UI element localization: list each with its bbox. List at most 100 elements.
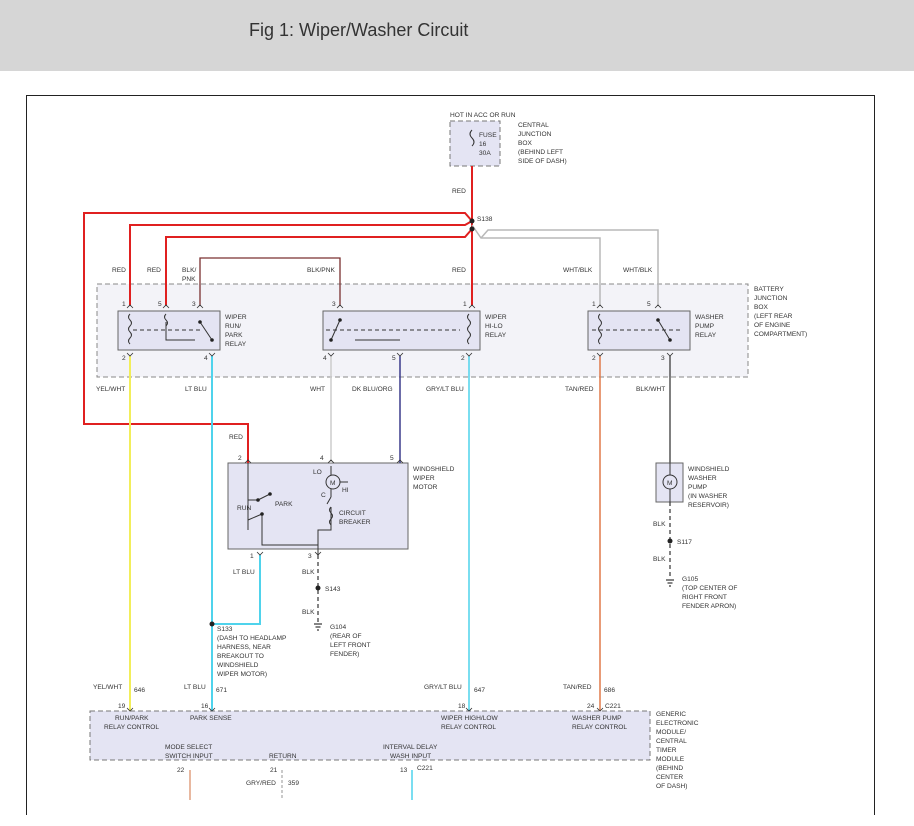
gem-input-label: RELAY CONTROL [104, 724, 159, 731]
pin-label: 2 [122, 355, 126, 362]
bjb-line: COMPARTMENT) [754, 331, 807, 338]
pin-label: 5 [390, 455, 394, 462]
wire-label: RED [112, 267, 126, 274]
gem-input-label: RELAY CONTROL [441, 724, 496, 731]
coil-icon [164, 313, 168, 327]
gem-input-label: PARK SENSE [190, 715, 232, 722]
gem-label: MODULE/ [656, 729, 686, 736]
wire-label: RED [229, 434, 243, 441]
motor-lo: LO [313, 469, 322, 476]
gem-bottom-label: MODE SELECT [165, 744, 212, 751]
splice-s133-dot [209, 621, 215, 627]
relay-wp-label: WASHER [695, 314, 724, 321]
gem-label: GENERIC [656, 711, 686, 718]
pin-label: 5 [647, 301, 651, 308]
bjb-line: BATTERY [754, 286, 784, 293]
coil-icon [467, 313, 471, 345]
cjb-line: CENTRAL [518, 122, 549, 129]
relay-rp-label: WIPER [225, 314, 247, 321]
s133-line: WIPER MOTOR) [217, 671, 267, 678]
cjb-line: BOX [518, 140, 533, 147]
relay-wp-label: PUMP [695, 323, 715, 330]
washer-m: M [667, 480, 673, 487]
splice-s133-label: S133 [217, 626, 233, 633]
gem-label: CENTER [656, 774, 683, 781]
gem-circuit: 647 [474, 687, 485, 694]
wire-label: LT BLU [185, 386, 207, 393]
pump-label: WASHER [688, 475, 717, 482]
connector-chevrons [126, 304, 674, 712]
gem-input-label: WASHER PUMP [572, 715, 622, 722]
pump-label: WINDSHIELD [688, 466, 730, 473]
wire-label: TAN/RED [565, 386, 594, 393]
gem-pin: 19 [118, 703, 126, 710]
gem-input-label: RUN/PARK [115, 715, 149, 722]
gem-input-label: RELAY CONTROL [572, 724, 627, 731]
wire-red-relay-pin5 [165, 221, 473, 305]
gem-bottom-label: INTERVAL DELAY [383, 744, 438, 751]
wire-wht-blk-1 [471, 224, 601, 305]
ground-g104-line: (REAR OF [330, 633, 362, 640]
fuse-name: FUSE [479, 132, 497, 139]
pump-label: RESERVOIR) [688, 502, 729, 509]
ground-g105-line: RIGHT FRONT [682, 594, 727, 601]
gem-input-label: WIPER HIGH/LOW [441, 715, 499, 722]
ground-g104-line: FENDER) [330, 651, 359, 658]
fuse-icon [469, 129, 475, 147]
pin-label: 1 [250, 553, 254, 560]
motor-label: WINDSHIELD [413, 466, 455, 473]
gem-bottom-label: WASH INPUT [390, 753, 431, 760]
gem-pin: 24 [587, 703, 595, 710]
pin-label: 3 [192, 301, 196, 308]
relay-hi-lo-box [322, 310, 481, 351]
fuse-junction-box [449, 120, 501, 167]
splice-s117-label: S117 [677, 539, 692, 546]
ground-g104-line: LEFT FRONT [330, 642, 371, 649]
wire-label: BLK [302, 609, 315, 616]
gem-pin: 16 [201, 703, 209, 710]
wire-label: BLK [302, 569, 315, 576]
motor-park: PARK [275, 501, 293, 508]
s133-line: (DASH TO HEADLAMP [217, 635, 287, 642]
gem-pin: 13 [400, 767, 408, 774]
bjb-line: BOX [754, 304, 769, 311]
splice-s117-dot [667, 538, 673, 544]
gem-bottom-label: SWITCH INPUT [165, 753, 213, 760]
coil-icon [128, 313, 132, 345]
pin-label: 3 [332, 301, 336, 308]
wire-red-relay-pin1 [129, 220, 473, 305]
cjb-line: (BEHIND LEFT [518, 149, 563, 156]
splice-s143-label: S143 [325, 586, 341, 593]
wire-wht-blk-2 [480, 229, 659, 305]
gem-wire: YEL/WHT [93, 684, 122, 691]
relay-wp-label: RELAY [695, 332, 717, 339]
gem-connector: C221 [605, 703, 621, 710]
wire-lt-blu-motor [212, 555, 261, 625]
wire-label: WHT [310, 386, 325, 393]
page-title: Fig 1: Wiper/Washer Circuit [249, 20, 469, 40]
wire-label: LT BLU [233, 569, 255, 576]
pump-label: (IN WASHER [688, 493, 728, 500]
pin-label: 1 [463, 301, 467, 308]
pin-label: 4 [204, 355, 208, 362]
s133-line: WINDSHIELD [217, 662, 259, 669]
relay-run-park-contact [165, 322, 195, 341]
gem-connector: C221 [417, 765, 433, 772]
wire-label: BLK/WHT [636, 386, 665, 393]
bjb-line: OF ENGINE [754, 322, 791, 329]
pin-label: 4 [320, 455, 324, 462]
gem-circuit: 671 [216, 687, 227, 694]
relay-rp-label: PARK [225, 332, 243, 339]
gem-label: OF DASH) [656, 783, 688, 790]
gem-label: CENTRAL [656, 738, 687, 745]
gem-pin: 22 [177, 767, 185, 774]
motor-hi: HI [342, 487, 349, 494]
wire-label: BLK/ [182, 267, 196, 274]
relay-hl-label: RELAY [485, 332, 507, 339]
bjb-line: (LEFT REAR [754, 313, 793, 320]
diagram-frame [26, 95, 875, 815]
switch-icon [199, 321, 213, 341]
gem-wire: LT BLU [184, 684, 206, 691]
title-bar: Fig 1: Wiper/Washer Circuit [0, 0, 914, 71]
